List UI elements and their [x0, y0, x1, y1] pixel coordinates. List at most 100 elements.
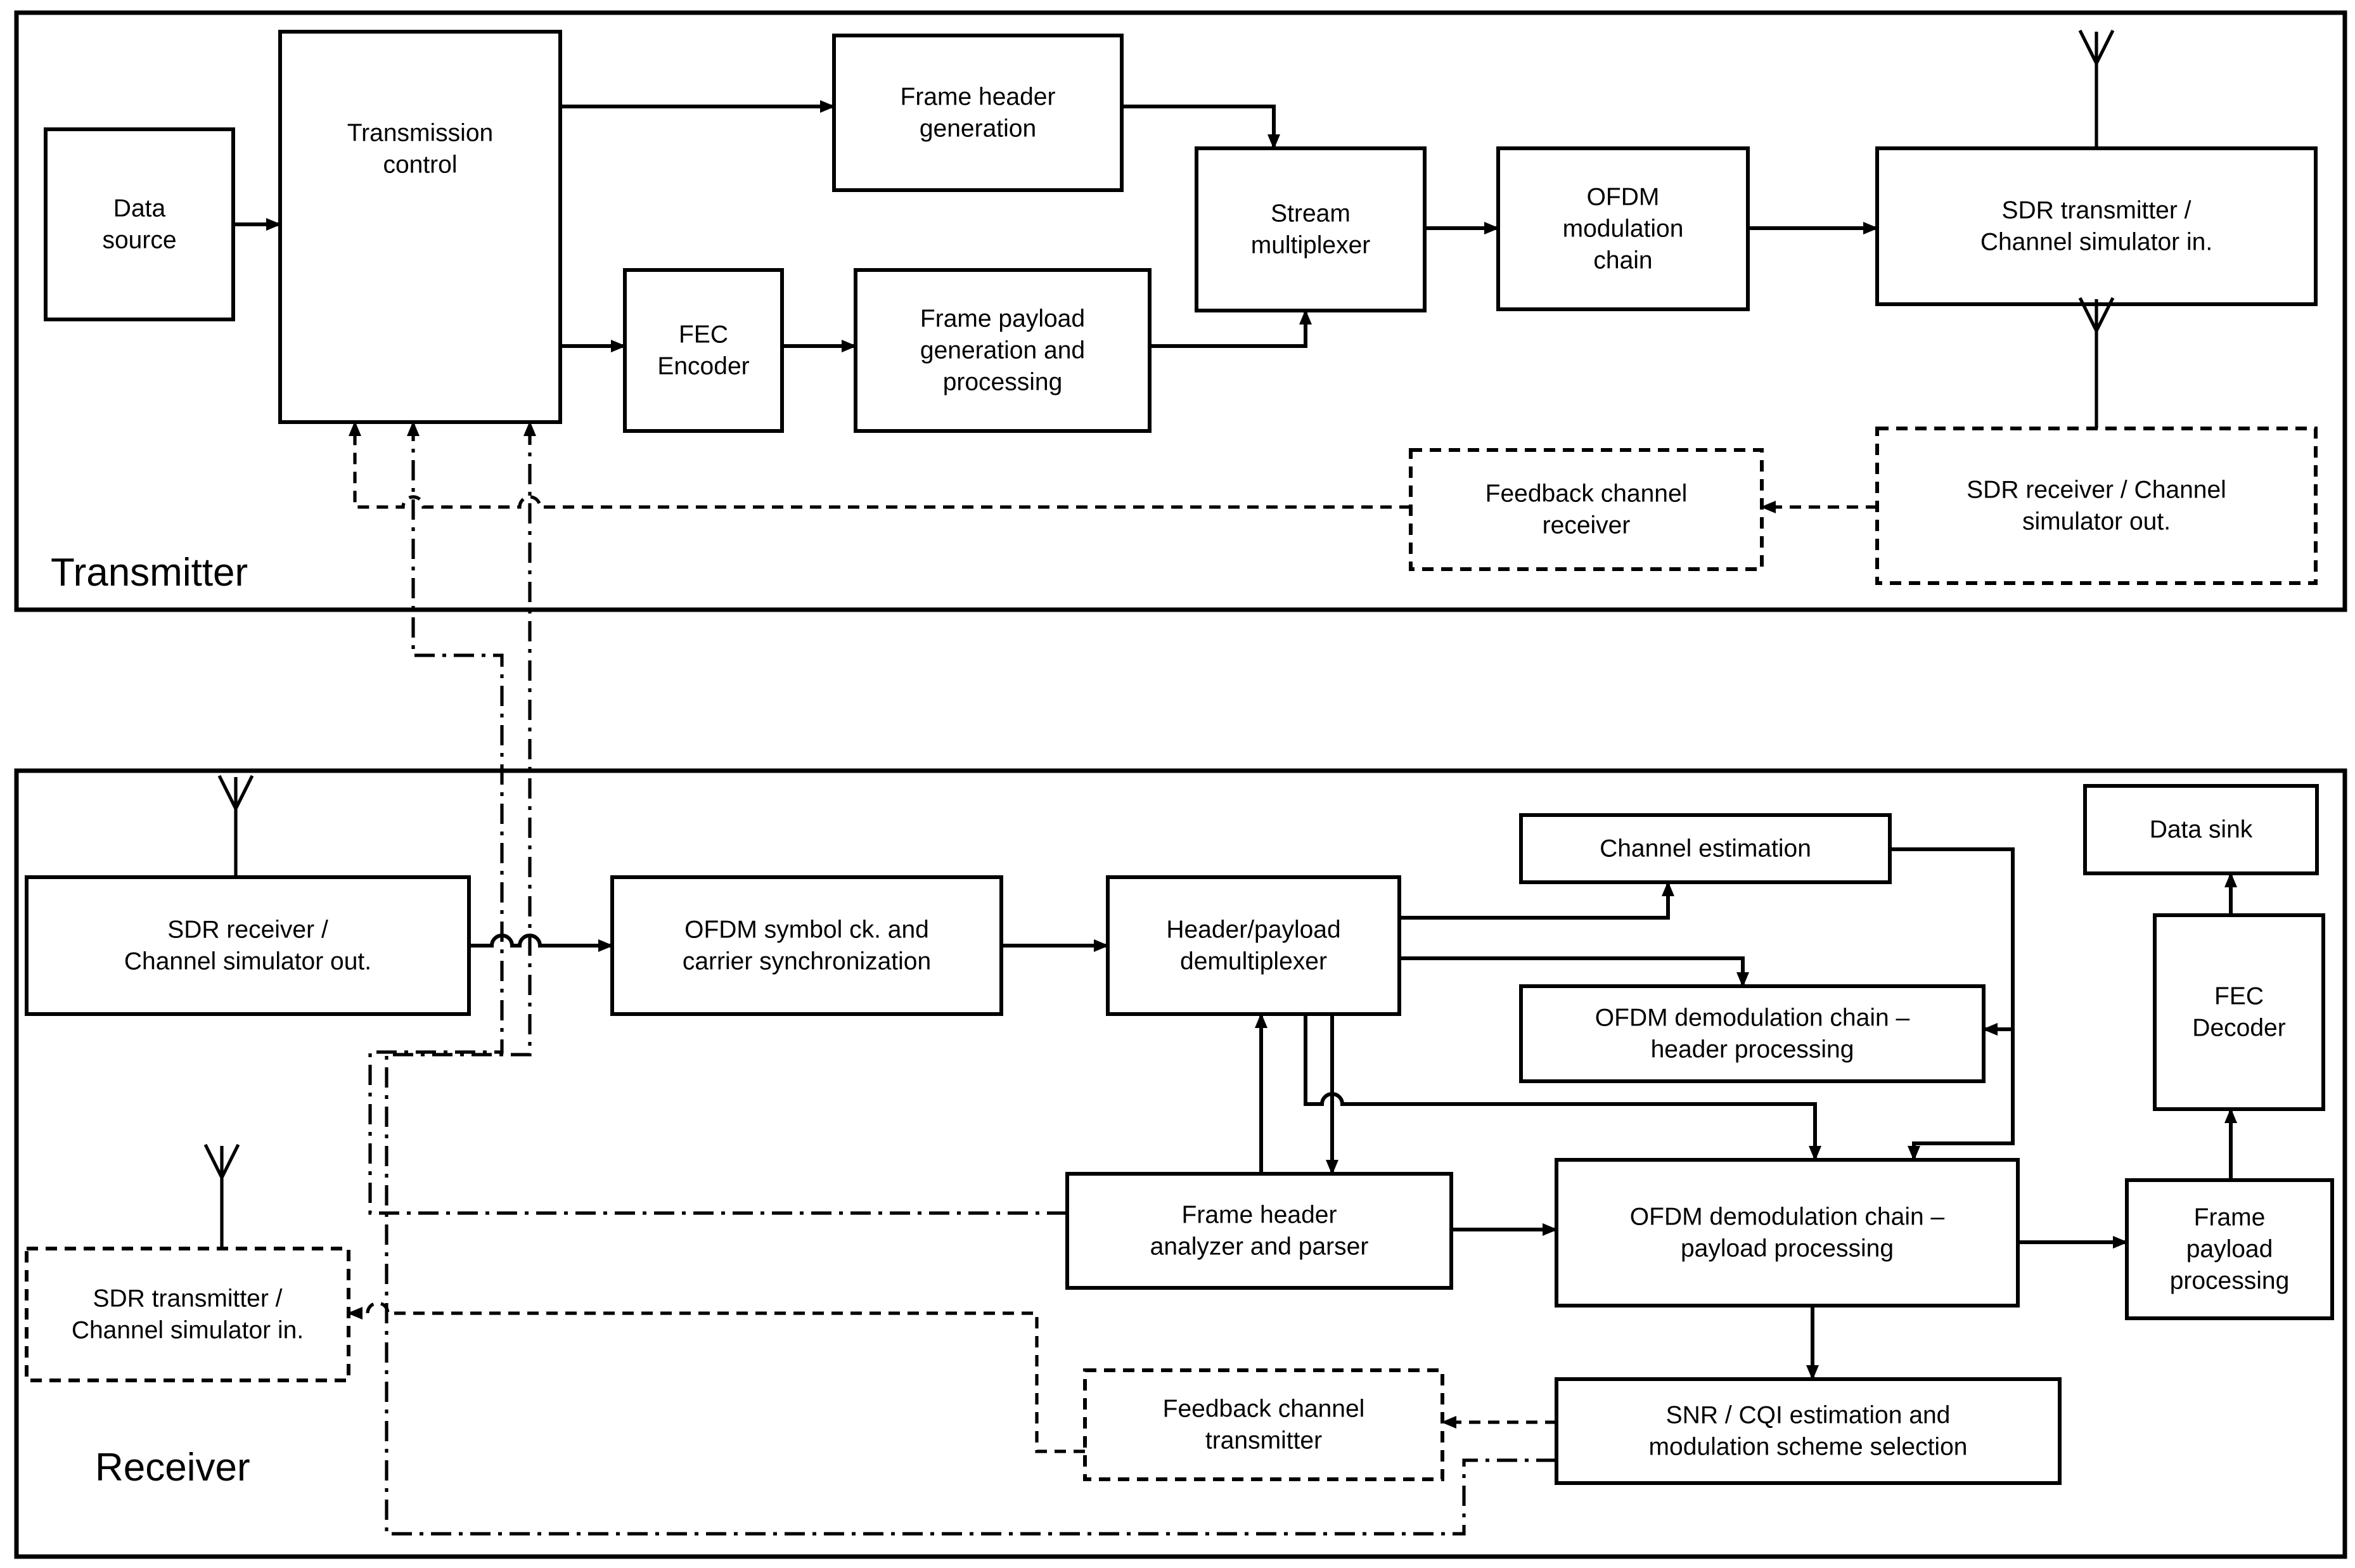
block-label-ofdm-demod-header-line1: header processing — [1651, 1036, 1854, 1064]
block-rect-frame-payload-generation — [854, 268, 1152, 433]
block-channel-estimation: Channel estimation — [1519, 813, 1892, 884]
block-label-frame-payload-generation-line1: generation and — [920, 337, 1085, 364]
block-label-sdr-receiver-channel-out-rx-line0: SDR receiver / — [167, 916, 328, 944]
block-label-ofdm-demod-payload-line1: payload processing — [1681, 1235, 1894, 1263]
block-label-sdr-transmitter-channel-in-rx-line0: SDR transmitter / — [93, 1285, 282, 1313]
block-rect-frame-header-analyzer — [1065, 1172, 1453, 1290]
block-rect-feedback-channel-receiver — [1409, 448, 1764, 571]
block-rect-feedback-channel-transmitter — [1083, 1368, 1444, 1481]
block-label-fec-encoder-line1: Encoder — [657, 353, 749, 380]
block-label-frame-payload-generation-line0: Frame payload — [920, 305, 1085, 333]
block-label-frame-payload-processing-line1: payload — [2186, 1236, 2273, 1263]
block-transmission-control: Transmission control — [278, 30, 562, 424]
block-ofdm-demod-payload: OFDM demodulation chain – payload process… — [1555, 1158, 2020, 1308]
block-label-sdr-transmitter-channel-in-rx-line1: Channel simulator in. — [72, 1317, 304, 1344]
block-label-feedback-channel-transmitter-line1: transmitter — [1205, 1427, 1322, 1455]
block-frame-payload-processing: Frame payload processing — [2125, 1178, 2334, 1320]
block-label-stream-multiplexer-line0: Stream — [1271, 200, 1351, 228]
block-rect-sdr-receiver-channel-out-tx — [1875, 427, 2318, 585]
block-rect-frame-payload-processing — [2125, 1178, 2334, 1320]
block-ofdm-modulation-chain: OFDM modulation chain — [1496, 146, 1750, 311]
block-label-feedback-channel-receiver-line1: receiver — [1543, 512, 1631, 539]
block-data-sink: Data sink — [2083, 784, 2319, 875]
block-label-snr-cqi-estimation-line0: SNR / CQI estimation and — [1666, 1402, 1951, 1429]
block-label-snr-cqi-estimation-line1: modulation scheme selection — [1649, 1434, 1968, 1461]
block-label-fec-decoder-line1: Decoder — [2192, 1015, 2285, 1042]
block-snr-cqi-estimation: SNR / CQI estimation and modulation schem… — [1555, 1377, 2062, 1485]
block-label-channel-estimation-line0: Channel estimation — [1600, 835, 1811, 863]
block-rect-frame-header-generation — [832, 34, 1124, 192]
edge-feedback-transmitter-to-sdr-tx-in — [347, 1301, 1085, 1453]
block-label-transmission-control-line1: control — [383, 151, 457, 178]
section-label-receiver: Receiver — [95, 1446, 250, 1489]
edge-demux-to-demod-header — [1399, 956, 1749, 987]
block-label-data-source-line0: Data — [113, 195, 166, 222]
block-rect-fec-encoder — [623, 268, 784, 433]
block-header-payload-demultiplexer: Header/payload demultiplexer — [1106, 875, 1401, 1016]
block-sdr-receiver-channel-out-rx: SDR receiver / Channel simulator out. — [25, 875, 471, 1016]
block-label-ofdm-modulation-chain-line1: modulation — [1563, 215, 1684, 243]
block-label-frame-payload-processing-line0: Frame — [2194, 1204, 2266, 1231]
antenna-sdr-receiver-tx-icon — [2078, 297, 2115, 428]
block-rect-snr-cqi-estimation — [1555, 1377, 2062, 1485]
block-rect-ofdm-demod-header — [1519, 984, 1986, 1083]
edge-analyzer-control-feedback — [368, 421, 1067, 1215]
antenna-symbols — [203, 29, 2115, 1249]
edge-feedback-receiver-to-control — [349, 421, 1411, 509]
block-rect-ofdm-symbol-sync — [610, 875, 1003, 1016]
block-frame-header-analyzer: Frame header analyzer and parser — [1065, 1172, 1453, 1290]
block-label-sdr-receiver-channel-out-rx-line1: Channel simulator out. — [124, 948, 371, 975]
block-label-ofdm-modulation-chain-line0: OFDM — [1587, 184, 1660, 211]
block-label-stream-multiplexer-line1: multiplexer — [1251, 232, 1371, 259]
antenna-sdr-transmitter-rx-icon — [203, 1143, 240, 1249]
block-label-ofdm-modulation-chain-line2: chain — [1593, 247, 1652, 274]
edge-channel-est-to-demod-payload — [1908, 1029, 2015, 1161]
block-label-sdr-receiver-channel-out-tx-line0: SDR receiver / Channel — [1967, 477, 2226, 504]
block-sdr-transmitter-channel-in: SDR transmitter / Channel simulator in. — [1875, 146, 2318, 306]
block-label-fec-decoder-line0: FEC — [2214, 983, 2264, 1010]
block-label-frame-payload-processing-line2: processing — [2170, 1268, 2290, 1295]
block-label-frame-header-analyzer-line0: Frame header — [1182, 1202, 1337, 1229]
block-label-data-source-line1: source — [102, 227, 176, 254]
block-rect-channel-estimation — [1519, 813, 1892, 884]
block-rect-sdr-transmitter-channel-in-rx — [25, 1247, 350, 1382]
block-rect-header-payload-demultiplexer — [1106, 875, 1401, 1016]
block-label-ofdm-symbol-sync-line0: OFDM symbol ck. and — [684, 916, 929, 944]
block-rect-sdr-receiver-channel-out-rx — [25, 875, 471, 1016]
block-label-ofdm-symbol-sync-line1: carrier synchronization — [683, 948, 931, 975]
block-label-frame-payload-generation-line2: processing — [943, 369, 1063, 396]
block-ofdm-demod-header: OFDM demodulation chain – header processi… — [1519, 984, 1986, 1083]
edge-snr-cqi-control-feedback — [385, 421, 1556, 1536]
block-label-ofdm-demod-payload-line0: OFDM demodulation chain – — [1630, 1204, 1945, 1231]
block-rect-ofdm-modulation-chain — [1496, 146, 1750, 311]
edge-demux-to-channel-estimation — [1399, 881, 1674, 920]
block-data-source: Data source — [44, 127, 235, 321]
connection-lines — [233, 100, 2237, 1536]
block-label-header-payload-demultiplexer-line0: Header/payload — [1166, 916, 1340, 944]
block-label-ofdm-demod-header-line0: OFDM demodulation chain – — [1595, 1005, 1910, 1032]
block-rect-stream-multiplexer — [1195, 146, 1427, 312]
edge-frame-header-to-multiplexer — [1122, 105, 1280, 150]
block-sdr-transmitter-channel-in-rx: SDR transmitter / Channel simulator in. — [25, 1247, 350, 1382]
block-label-sdr-transmitter-channel-in-line1: Channel simulator in. — [1980, 229, 2212, 256]
section-label-transmitter: Transmitter — [51, 551, 248, 594]
block-label-header-payload-demultiplexer-line1: demultiplexer — [1180, 948, 1327, 975]
block-frame-payload-generation: Frame payload generation and processing — [854, 268, 1152, 433]
block-label-transmission-control-line0: Transmission — [347, 119, 493, 146]
edge-payload-to-multiplexer — [1150, 309, 1312, 348]
block-stream-multiplexer: Stream multiplexer — [1195, 146, 1427, 312]
block-ofdm-symbol-sync: OFDM symbol ck. and carrier synchronizati… — [610, 875, 1003, 1016]
block-label-feedback-channel-transmitter-line0: Feedback channel — [1163, 1396, 1365, 1423]
antenna-sdr-transmitter-tx-icon — [2078, 29, 2115, 148]
block-rect-sdr-transmitter-channel-in — [1875, 146, 2318, 306]
block-label-sdr-transmitter-channel-in-line0: SDR transmitter / — [2001, 197, 2191, 224]
block-label-frame-header-analyzer-line1: analyzer and parser — [1150, 1233, 1369, 1261]
